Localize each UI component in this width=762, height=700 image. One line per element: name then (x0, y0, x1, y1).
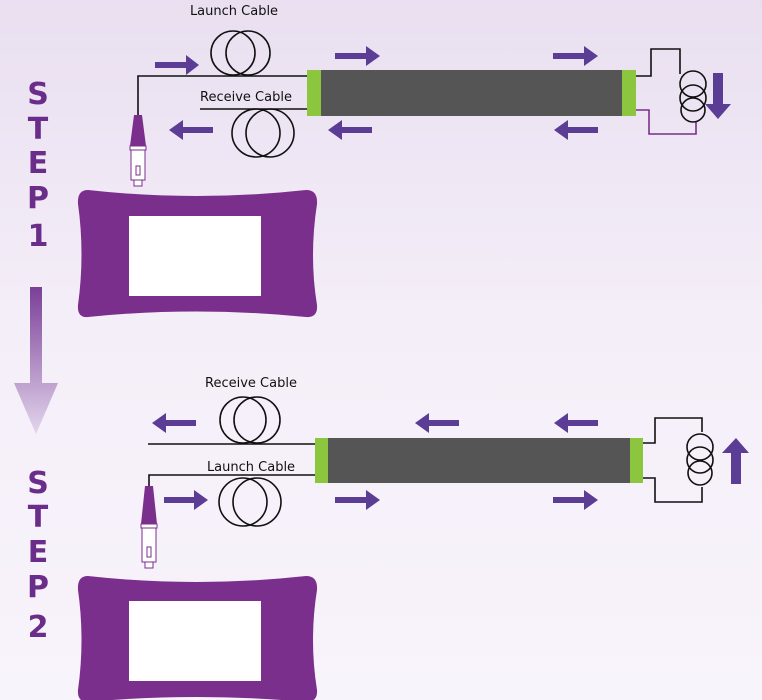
step2-arrow-fiber-back-1 (415, 413, 459, 433)
step1-otdr-device (77, 190, 318, 318)
step1-down-arrow (705, 73, 731, 119)
step1-fiber-under-test (307, 70, 636, 116)
step2-otdr-screen (129, 601, 261, 681)
step2-arrow-receive-back (152, 413, 196, 433)
step1-letter-p: P (27, 181, 49, 216)
step1-letter-s: S (27, 77, 49, 112)
step2-number: 2 (28, 610, 49, 645)
step2-letter-t: T (28, 500, 49, 535)
step1-launch-wire (137, 75, 307, 115)
step2-letter-s: S (27, 466, 49, 501)
step1-arrow-launch-in (155, 55, 199, 75)
step1-otdr-connector (129, 115, 147, 187)
step2-otdr-device (77, 576, 318, 700)
step2-arrow-launch-in (164, 490, 208, 510)
step1-right-connector (622, 70, 636, 116)
step1-otdr-screen (129, 216, 261, 296)
step2-launch-reel (218, 477, 282, 527)
step1-launch-cable-label: Launch Cable (190, 4, 278, 19)
step1-arrow-fiber-out-1 (335, 46, 380, 66)
step2-loopback-bottom (643, 477, 703, 503)
step1-receive-cable-label: Receive Cable (200, 90, 292, 105)
step2-letter-e: E (28, 535, 49, 570)
step2-launch-wire (148, 474, 315, 486)
step1-number: 1 (28, 219, 49, 254)
step2-receive-cable-label: Receive Cable (205, 376, 297, 391)
step2-loopback-reel (686, 433, 714, 486)
step2-launch-cable-label: Launch Cable (207, 460, 295, 475)
step2-otdr-connector (140, 486, 158, 569)
step2-left-connector (315, 438, 328, 483)
step2-right-connector (630, 438, 643, 483)
step2-arrow-fiber-back-2 (554, 413, 598, 433)
step2-loopback-top (643, 417, 703, 444)
step2-arrow-fiber-out-1 (335, 490, 380, 510)
step-transition-arrow (14, 287, 58, 434)
step1-loopback-bottom (636, 109, 697, 135)
step1-arrow-receive-back (169, 120, 213, 140)
step-1-group: S T E P 1 Launch Cable Receive Cable (27, 4, 731, 318)
step1-launch-reel (210, 30, 271, 76)
step-2-group: S T E P 2 Receive Cable Launch Cable (27, 376, 749, 700)
step2-fiber-under-test (315, 438, 643, 483)
step2-arrow-fiber-out-2 (553, 490, 598, 510)
step1-arrow-fiber-back-2 (554, 120, 598, 140)
step1-loopback-top (636, 48, 681, 77)
step1-arrow-fiber-back-1 (328, 120, 372, 140)
step1-loopback-reel (679, 70, 707, 123)
step2-up-arrow (722, 438, 749, 484)
step1-left-connector (307, 70, 321, 116)
step2-letter-p: P (27, 570, 49, 605)
step1-letter-e: E (28, 146, 49, 181)
step1-receive-reel (231, 108, 295, 158)
step1-letter-t: T (28, 112, 49, 147)
step2-receive-reel (219, 396, 281, 444)
step1-arrow-fiber-out-2 (553, 46, 598, 66)
